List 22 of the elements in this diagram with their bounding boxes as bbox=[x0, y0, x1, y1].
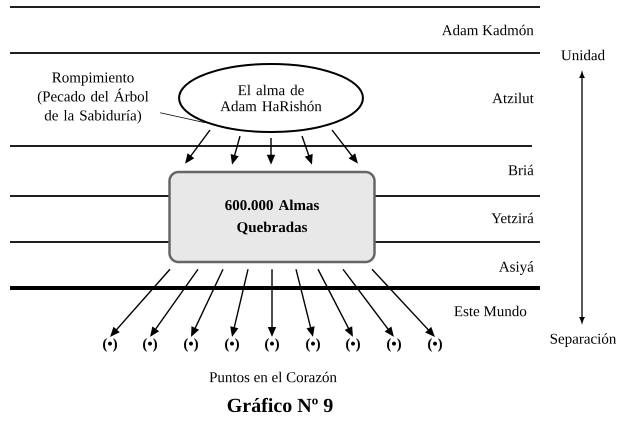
point-symbol: (•) bbox=[225, 338, 239, 352]
layer-name: Briá bbox=[508, 164, 534, 176]
layer-name: Este Mundo bbox=[454, 306, 526, 316]
caption: Gráfico Nº 9 bbox=[228, 398, 333, 412]
leader-line bbox=[160, 112, 206, 124]
label-text: Puntos en el Corazón bbox=[210, 372, 337, 382]
point-symbol: (•) bbox=[306, 338, 320, 352]
point-symbol: (•) bbox=[103, 338, 117, 352]
layer-name: Adam Kadmón bbox=[442, 24, 534, 36]
layer-name: Yetzirá bbox=[491, 212, 534, 224]
layer-name: Atzilut bbox=[492, 92, 534, 104]
point-symbol: (•) bbox=[428, 338, 442, 352]
point-symbol: (•) bbox=[346, 338, 360, 352]
callout-text: Rompimiento (Pecado del Árbol de la Sabiduría) bbox=[38, 72, 148, 124]
point-symbol: (•) bbox=[184, 338, 198, 352]
point-symbol: (•) bbox=[265, 338, 279, 352]
direction-label: Unidad bbox=[561, 50, 605, 60]
point-symbol: (•) bbox=[387, 338, 401, 352]
direction-label: Separación bbox=[550, 333, 616, 347]
point-symbol: (•) bbox=[143, 338, 157, 352]
souls-box: 600.000 Almas Quebradas bbox=[168, 170, 376, 264]
layer-name: Asiyá bbox=[498, 261, 534, 275]
